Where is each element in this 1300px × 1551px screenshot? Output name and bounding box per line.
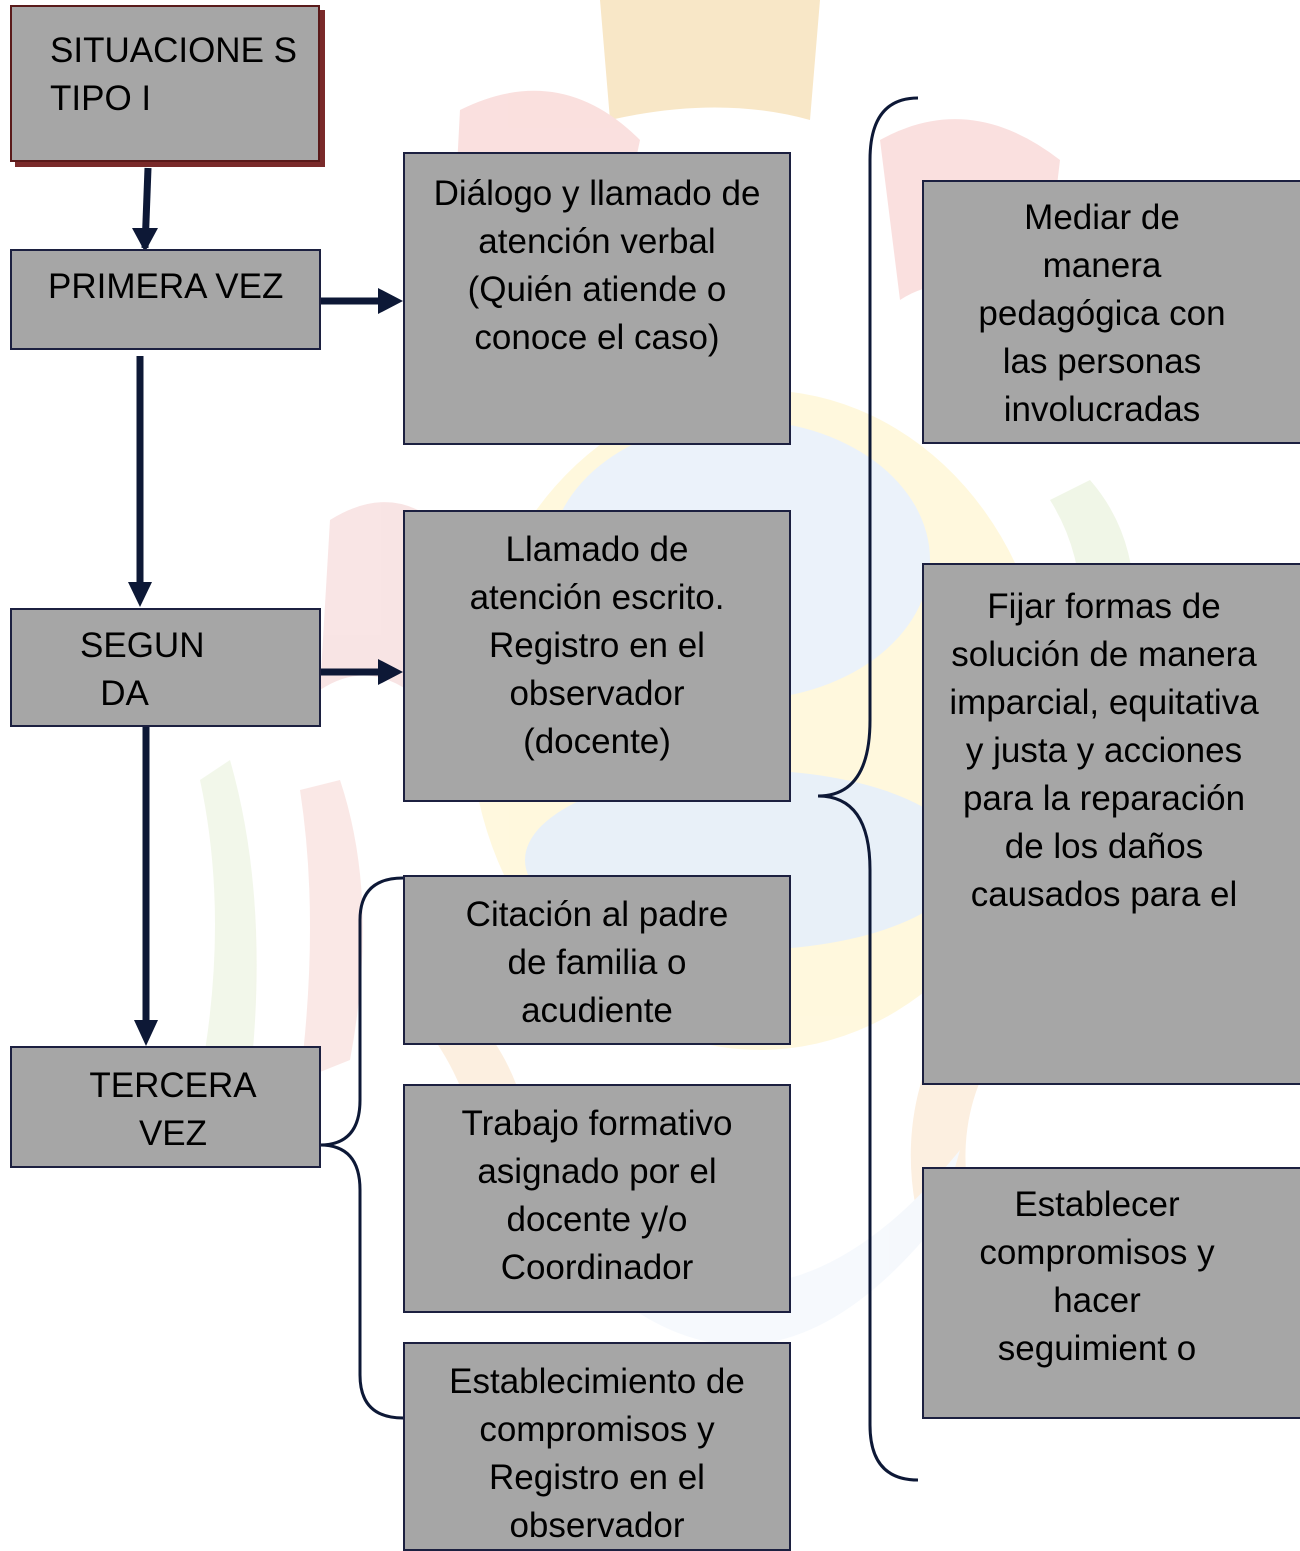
- title-box: SITUACIONE S TIPO I: [10, 5, 320, 162]
- goal-b: Fijar formas de solución de manera impar…: [922, 563, 1300, 1085]
- action-third-c: Establecimiento de compromisos y Registr…: [403, 1342, 791, 1551]
- step-third: TERCERA VEZ: [10, 1046, 321, 1168]
- action-third-a: Citación al padre de familia o acudiente: [403, 875, 791, 1045]
- goal-c: Establecer compromisos y hacer seguimien…: [922, 1167, 1300, 1419]
- action-second-text: Llamado de atención escrito. Registro en…: [469, 530, 725, 761]
- goal-b-text: Fijar formas de solución de manera impar…: [949, 587, 1259, 914]
- arrowhead-second-to-action: [378, 659, 403, 685]
- action-third-b-text: Trabajo formativo asignado por el docent…: [461, 1104, 733, 1287]
- goal-a: Mediar de manera pedagógica con las pers…: [922, 180, 1300, 444]
- arrowhead-first-to-second: [128, 582, 152, 607]
- action-second: Llamado de atención escrito. Registro en…: [403, 510, 791, 802]
- arrowhead-title-to-first: [132, 228, 158, 252]
- action-third-b: Trabajo formativo asignado por el docent…: [403, 1084, 791, 1313]
- brace-all-actions: [817, 96, 919, 1482]
- action-first: Diálogo y llamado de atención verbal (Qu…: [403, 152, 791, 445]
- step-third-label: TERCERA VEZ: [89, 1066, 257, 1153]
- step-second-label: SEGUN DA VEZ: [80, 626, 205, 725]
- arrowhead-first-to-action: [378, 288, 403, 314]
- action-first-text: Diálogo y llamado de atención verbal (Qu…: [433, 174, 761, 357]
- goal-a-text: Mediar de manera pedagógica con las pers…: [978, 198, 1226, 429]
- action-third-c-text: Establecimiento de compromisos y Registr…: [449, 1362, 745, 1545]
- title-text: SITUACIONE S TIPO I: [50, 31, 297, 118]
- step-first-label: PRIMERA VEZ: [48, 267, 284, 306]
- arrowhead-second-to-third: [134, 1020, 158, 1046]
- action-third-a-text: Citación al padre de familia o acudiente: [465, 895, 729, 1030]
- goal-c-text: Establecer compromisos y hacer seguimien…: [979, 1185, 1215, 1368]
- brace-third-step: [319, 876, 404, 1420]
- step-first: PRIMERA VEZ: [10, 249, 321, 350]
- step-second: SEGUN DA VEZ: [10, 608, 321, 727]
